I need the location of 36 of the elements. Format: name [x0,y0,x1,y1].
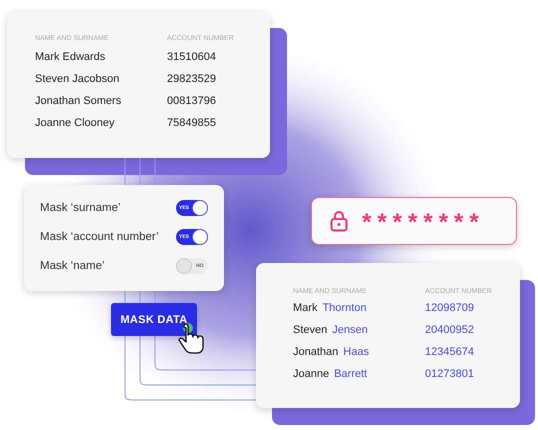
account-number: 75849855 [167,117,216,130]
settings-card [24,185,224,291]
table-card [7,12,270,158]
connector-line [154,158,156,186]
option-label: Mask ‘surname’ [40,201,121,215]
account-number: 20400952 [425,324,474,337]
surname: Barrett [334,368,368,381]
name: Jonathan Somers [35,95,122,108]
connector-line [140,336,256,386]
surname: Haas [343,346,369,359]
name: Joanne [293,368,330,381]
surname: Jensen [332,324,368,337]
option-label: Mask ‘name’ [40,259,105,273]
name: Steven [293,324,328,337]
table-card [256,263,520,408]
account-number: 12098709 [425,302,474,315]
connector-line [154,336,256,370]
name: Joanne Clooney [35,117,115,130]
option-label: Mask ‘account number’ [40,230,159,244]
account-number: 29823529 [167,73,216,86]
name: Mark Edwards [35,51,106,64]
account-number: 31510604 [167,51,216,64]
masked-value: ******** [362,213,485,233]
surname: Thornton [322,302,366,315]
connector-line [124,158,126,186]
connector-line [124,336,256,400]
name: Steven Jacobson [35,73,120,86]
masked-value-card [311,197,517,245]
account-number: 12345674 [425,346,474,359]
connector-line [124,290,126,304]
name: Mark [293,302,318,315]
account-number: 00813796 [167,95,216,108]
name: Jonathan [293,346,338,359]
mask-data-button: MASK DATA [111,303,197,336]
account-number: 01273801 [425,368,474,381]
connector-line [154,290,156,304]
